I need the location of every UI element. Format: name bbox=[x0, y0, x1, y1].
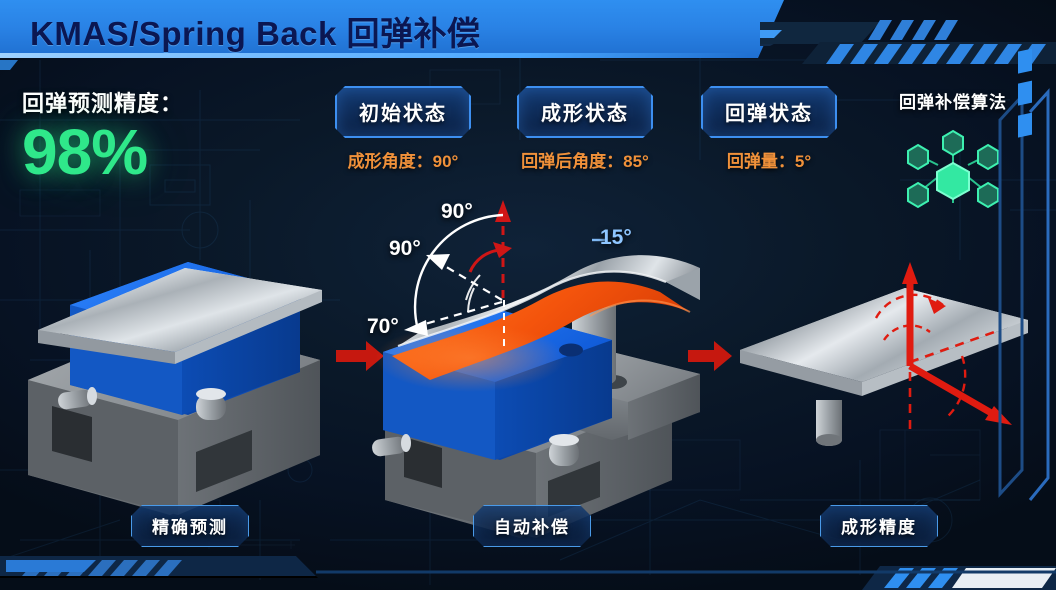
formed-sheet bbox=[375, 255, 700, 392]
state-initial: 初始状态 成形角度：90° bbox=[318, 86, 488, 172]
locating-pin bbox=[196, 388, 226, 420]
support-post bbox=[816, 400, 842, 446]
caption-accuracy: 成形精度 bbox=[820, 505, 938, 547]
result-sheet bbox=[740, 288, 1028, 396]
locating-pin bbox=[372, 434, 411, 457]
accuracy-kpi: 回弹预测精度： 98% bbox=[22, 86, 183, 184]
caption-accuracy-label[interactable]: 成形精度 bbox=[820, 505, 938, 547]
angle-label-70: 70° bbox=[367, 315, 399, 338]
hexagon-network-icon bbox=[872, 119, 1034, 215]
state-springback: 回弹状态 回弹量：5° bbox=[684, 86, 854, 172]
panel-forming-state bbox=[372, 255, 700, 538]
state-forming-detail: 回弹后角度：85° bbox=[521, 152, 649, 171]
panel-result-state bbox=[740, 262, 1028, 446]
angle-label-springback: 15° bbox=[600, 226, 632, 249]
state-forming-badge[interactable]: 成形状态 bbox=[517, 86, 653, 138]
caption-compensation: 自动补偿 bbox=[473, 505, 591, 547]
accuracy-value: 98% bbox=[22, 116, 148, 188]
state-initial-badge[interactable]: 初始状态 bbox=[335, 86, 471, 138]
state-initial-detail: 成形角度：90° bbox=[347, 152, 459, 171]
caption-prediction-label[interactable]: 精确预测 bbox=[131, 505, 249, 547]
angle-annotation-graphics bbox=[404, 200, 606, 352]
header-decoration bbox=[760, 0, 1056, 64]
panel-initial-state bbox=[28, 262, 322, 515]
angle-label-90-mid: 90° bbox=[389, 237, 421, 260]
page-title: KMAS/Spring Back 回弹补偿 bbox=[30, 15, 481, 52]
state-forming: 成形状态 回弹后角度：85° bbox=[500, 86, 670, 172]
flow-arrow-2 bbox=[688, 341, 732, 371]
locating-pin bbox=[549, 434, 579, 466]
caption-compensation-label[interactable]: 自动补偿 bbox=[473, 505, 591, 547]
flow-arrow-1 bbox=[336, 341, 384, 371]
angle-label-90-top: 90° bbox=[441, 200, 473, 223]
state-springback-badge[interactable]: 回弹状态 bbox=[701, 86, 837, 138]
algorithm-block: 回弹补偿算法 bbox=[872, 88, 1034, 215]
state-springback-detail: 回弹量：5° bbox=[726, 152, 812, 171]
flat-sheet-initial bbox=[38, 268, 322, 364]
caption-prediction: 精确预测 bbox=[131, 505, 249, 547]
header-banner bbox=[0, 0, 784, 58]
accuracy-label: 回弹预测精度： bbox=[22, 91, 184, 116]
algorithm-title: 回弹补偿算法 bbox=[899, 93, 1007, 112]
locating-pin bbox=[58, 387, 97, 410]
